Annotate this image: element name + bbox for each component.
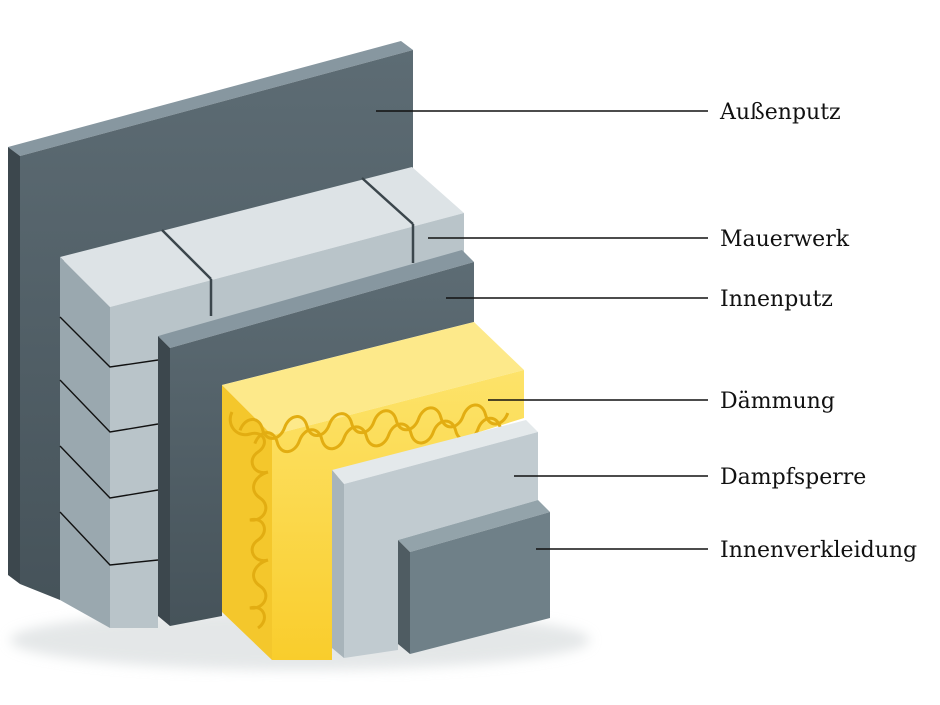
mauerwerk-side-joint [59, 445, 159, 499]
layer-aussenputz [8, 41, 413, 600]
label-daemmung: Dämmung [720, 389, 835, 414]
label-dampfsperre: Dampfsperre [720, 465, 866, 490]
layer-innenputz [158, 250, 474, 626]
daemmung-top [222, 322, 524, 435]
aussenputz-front [20, 50, 413, 600]
layer-innenverkleidung [398, 500, 550, 654]
dampfsperre-top [332, 420, 538, 484]
label-aussenputz: Außenputz [719, 100, 841, 125]
mauerwerk-top-joint [161, 229, 212, 280]
aussenputz-side [8, 147, 20, 584]
layer-dampfsperre [332, 420, 538, 658]
layer-daemmung [222, 322, 524, 660]
label-innenverkleidung: Innenverkleidung [720, 538, 917, 563]
label-mauerwerk: Mauerwerk [720, 227, 850, 252]
label-innenputz: Innenputz [720, 287, 833, 312]
innenputz-side [158, 336, 170, 626]
daemmung-side [222, 385, 272, 660]
daemmung-wave-top [238, 403, 510, 440]
layer-labels: Außenputz Mauerwerk Innenputz Dämmung Da… [719, 100, 917, 563]
mauerwerk-side [60, 257, 110, 628]
layer-mauerwerk [59, 167, 464, 628]
mauerwerk-front [110, 213, 464, 628]
innenputz-front [170, 262, 474, 626]
mauerwerk-top-joint [361, 177, 414, 225]
mauerwerk-top [60, 167, 464, 307]
daemmung-front [272, 370, 524, 660]
dampfsperre-side [332, 470, 344, 658]
daemmung-wave-side [228, 411, 269, 630]
innenputz-top [158, 250, 474, 348]
mauerwerk-side-joint [59, 316, 159, 368]
mauerwerk-side-joint [59, 379, 159, 433]
dampfsperre-front [344, 432, 538, 658]
innenverkleidung-side [398, 540, 410, 654]
daemmung-wave-top [253, 416, 502, 454]
innenverkleidung-front [410, 512, 550, 654]
aussenputz-top [8, 41, 413, 156]
leader-lines [376, 110, 708, 550]
innenverkleidung-top [398, 500, 550, 552]
mauerwerk-side-joint [59, 511, 159, 566]
